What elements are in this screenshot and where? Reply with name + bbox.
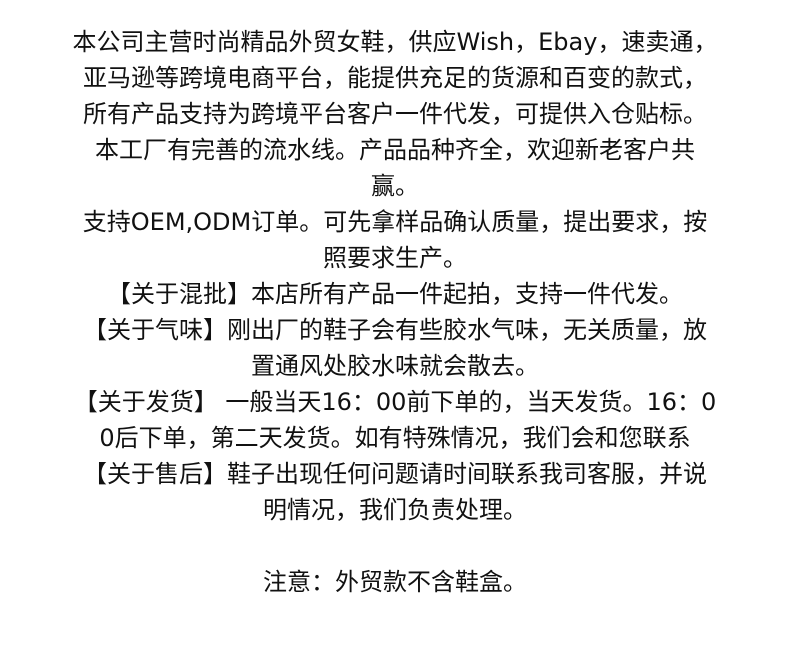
after-sales-line-1: 【关于售后】鞋子出现任何问题请时间联系我司客服，并说: [83, 460, 707, 488]
text-line-1: 本公司主营时尚精品外贸女鞋，供应Wish，Ebay，速卖通，: [72, 28, 718, 56]
after-sales-line-2: 明情况，我们负责处理。: [263, 496, 527, 524]
smell-line-2: 置通风处胶水味就会散去。: [251, 352, 539, 380]
text-line-6: 支持OEM,ODM订单。可先拿样品确认质量，提出要求，按: [82, 208, 708, 236]
text-line-4: 本工厂有完善的流水线。产品品种齐全，欢迎新老客户共: [95, 136, 695, 164]
blank-line: [22, 528, 768, 564]
mixed-batch-line: 【关于混批】本店所有产品一件起拍，支持一件代发。: [107, 280, 683, 308]
text-line-2: 亚马逊等跨境电商平台，能提供充足的货源和百变的款式，: [83, 64, 707, 92]
smell-line-1: 【关于气味】刚出厂的鞋子会有些胶水气味，无关质量，放: [83, 316, 707, 344]
text-line-3: 所有产品支持为跨境平台客户一件代发，可提供入仓贴标。: [83, 100, 707, 128]
text-line-7: 照要求生产。: [323, 244, 467, 272]
note-line: 注意：外贸款不含鞋盒。: [263, 568, 527, 596]
shipping-line-2: 0后下单，第二天发货。如有特殊情况，我们会和您联系: [99, 424, 691, 452]
text-line-5: 赢。: [371, 172, 419, 200]
shipping-line-1: 【关于发货】 一般当天16：00前下单的，当天发货。16：0: [73, 388, 717, 416]
